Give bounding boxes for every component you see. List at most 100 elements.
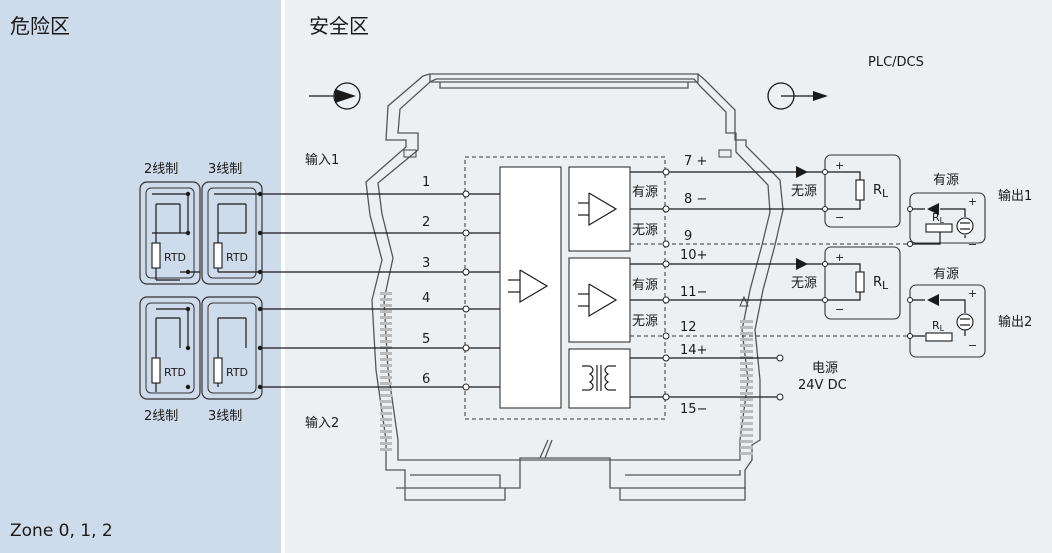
vent-slot <box>740 320 753 323</box>
vent-slot <box>380 448 392 451</box>
safe-zone-bg <box>285 0 1052 553</box>
rtd-junction-dots <box>185 191 263 390</box>
terminal-9-label: 9 <box>684 229 692 244</box>
terminal-4-label: 4 <box>422 291 430 306</box>
minus-sign: − <box>968 339 977 352</box>
vent-slot <box>380 358 392 361</box>
vent-slot <box>380 292 392 295</box>
active-load-2 <box>907 284 986 358</box>
passive-load-1 <box>796 154 901 228</box>
input-wires <box>260 193 500 388</box>
hazard-zone-title: 危险区 <box>10 14 70 38</box>
vent-slot <box>740 404 753 407</box>
vent-slot <box>740 398 753 401</box>
input-direction-icon <box>309 82 361 110</box>
vent-slot <box>380 418 392 421</box>
vent-slot <box>380 370 392 373</box>
plus-sign: + <box>968 195 977 208</box>
vent-slot <box>380 382 392 385</box>
vent-slot <box>380 322 392 325</box>
vent-slot <box>380 430 392 433</box>
power-label: 电源 <box>812 361 838 376</box>
rtd-sensor-2wire-2 <box>139 296 201 400</box>
vent-slot <box>380 304 392 307</box>
vent-slot <box>740 446 753 449</box>
input-amplifier-block <box>499 166 562 409</box>
active-load-label: 有源 <box>933 267 959 282</box>
vent-slot <box>380 424 392 427</box>
vent-grille-right <box>740 320 753 455</box>
active-load-label: 有源 <box>933 173 959 188</box>
two-wire-label: 2线制 <box>144 409 178 424</box>
transformer-icon <box>582 365 616 391</box>
terminal-3-label: 3 <box>422 256 430 271</box>
vent-slot <box>380 436 392 439</box>
vent-slot <box>380 316 392 319</box>
internal-boundary <box>464 156 666 420</box>
output-channel-2-block <box>568 257 631 343</box>
terminal-5-label: 5 <box>422 332 430 347</box>
output-channel-1-block <box>568 166 631 252</box>
rtd-label: RTD <box>164 366 186 379</box>
terminal-10-label: 10+ <box>680 248 707 263</box>
active-load-1 <box>907 192 986 247</box>
terminal-8-label: 8 − <box>684 192 707 207</box>
vent-slot <box>380 352 392 355</box>
vent-slot <box>740 338 753 341</box>
rtd-sensor-2wire-1 <box>139 181 201 285</box>
vent-slot <box>380 406 392 409</box>
passive-load-label: 无源 <box>791 184 817 199</box>
plc-dcs-label: PLC/DCS <box>868 55 924 70</box>
minus-sign: − <box>835 211 844 224</box>
terminal-7-label: 7 + <box>684 154 707 169</box>
vent-slot <box>380 328 392 331</box>
vent-slot <box>740 380 753 383</box>
vent-slot <box>740 332 753 335</box>
vent-slot <box>380 442 392 445</box>
vent-slot <box>740 452 753 455</box>
active-mode-label: 有源 <box>632 278 658 293</box>
vent-slot <box>740 410 753 413</box>
plus-sign: + <box>968 287 977 300</box>
input-2-label: 输入2 <box>305 415 339 431</box>
rtd-sensor-3wire-1 <box>201 181 263 285</box>
terminal-1-label: 1 <box>422 175 430 190</box>
passive-mode-label: 无源 <box>632 314 658 329</box>
terminal-14-label: 14+ <box>680 343 707 358</box>
vent-slot <box>380 340 392 343</box>
passive-mode-label: 无源 <box>632 223 658 238</box>
power-isolation-block <box>568 348 631 409</box>
passive-load-2 <box>796 246 901 320</box>
load-resistor-label: RL <box>873 275 889 292</box>
two-wire-label: 2线制 <box>144 162 178 177</box>
minus-sign: − <box>835 303 844 316</box>
plus-sign: + <box>835 159 844 172</box>
vent-slot <box>740 374 753 377</box>
output-terminals <box>662 168 784 401</box>
zone-note: Zone 0, 1, 2 <box>10 521 113 541</box>
load-resistor-label: RL <box>932 211 945 225</box>
vent-slot <box>380 412 392 415</box>
load-resistor-label: RL <box>873 183 889 200</box>
terminal-6-label: 6 <box>422 372 430 387</box>
output-2-label: 输出2 <box>998 314 1032 330</box>
vent-slot <box>740 422 753 425</box>
terminal-2-label: 2 <box>422 215 430 230</box>
amplifier-icon <box>578 283 618 318</box>
vent-slot <box>740 368 753 371</box>
amplifier-icon <box>578 192 618 227</box>
vent-slot <box>380 400 392 403</box>
output-direction-icon <box>767 82 828 110</box>
rtd-label: RTD <box>164 251 186 264</box>
terminal-12-label: 12 <box>680 320 697 335</box>
safe-zone-title: 安全区 <box>309 14 369 38</box>
input-terminals <box>462 190 470 391</box>
rtd-label: RTD <box>226 251 248 264</box>
plus-sign: + <box>835 251 844 264</box>
vent-slot <box>380 310 392 313</box>
vent-slot <box>740 428 753 431</box>
load-resistor-label: RL <box>932 319 945 333</box>
vent-slot <box>380 388 392 391</box>
terminal-15-label: 15− <box>680 402 707 417</box>
